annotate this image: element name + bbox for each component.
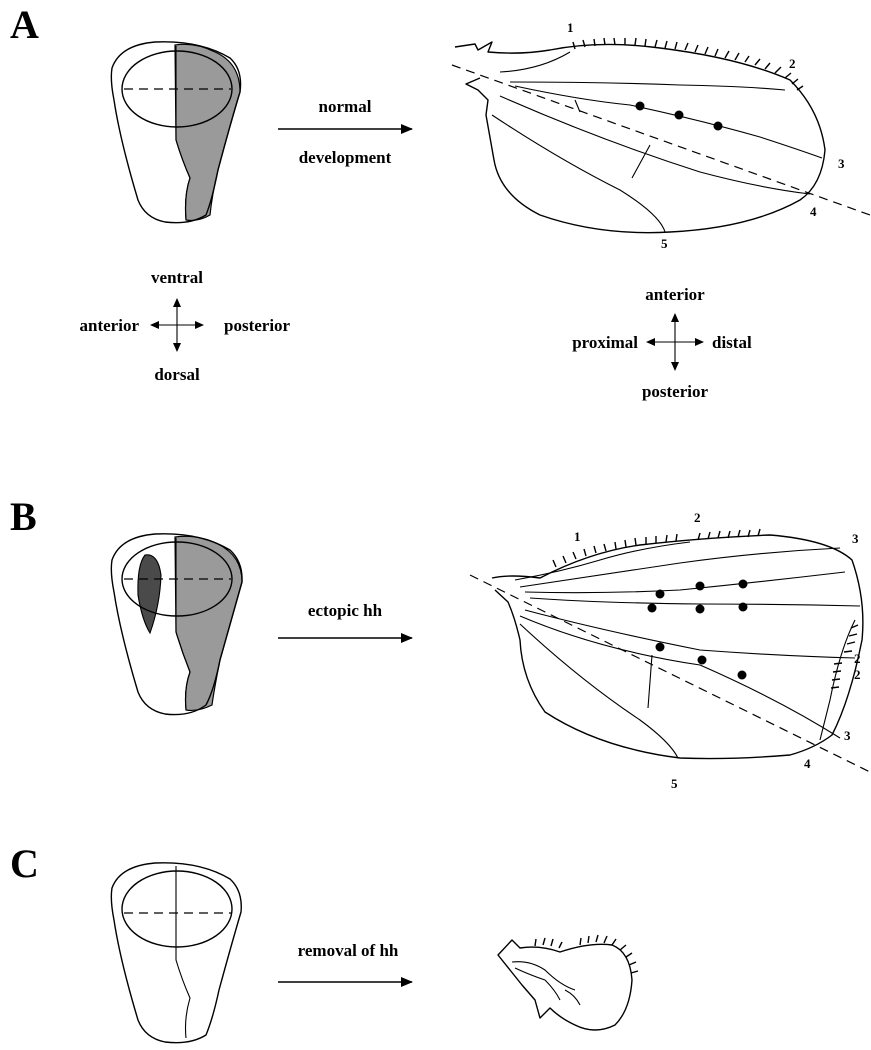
disc-axis-ventral: ventral [151, 268, 203, 287]
wing-b-dot-3 [739, 580, 748, 589]
wing-a-vein-label-4: 4 [810, 204, 817, 219]
disc-axis-anterior: anterior [80, 316, 140, 335]
wing-b-dot-6 [739, 603, 748, 612]
wing-b-dot-2 [696, 582, 705, 591]
wing-b-vein-label-3-bottom: 3 [844, 728, 851, 743]
arrow-a-label-bottom: development [299, 148, 392, 167]
wing-b-vein-label-2-right-b: 2 [854, 667, 861, 682]
panel-a: A normal development [10, 2, 870, 401]
wing-b-dot-8 [698, 656, 707, 665]
wing-axis-anterior: anterior [645, 285, 705, 304]
wing-axis-proximal: proximal [572, 333, 638, 352]
wing-b-dot-7 [656, 643, 665, 652]
disc-b-posterior-hh-region [175, 536, 242, 710]
panel-c-letter: C [10, 841, 39, 886]
wing-c-margin-bristles [535, 935, 638, 973]
disc-b [111, 534, 242, 715]
wing-b-outline [492, 535, 863, 759]
wing-a-ap-axis-line [452, 65, 870, 215]
wing-b-vein-label-4: 4 [804, 756, 811, 771]
wing-b-vein-d [525, 610, 855, 658]
panel-c: C removal of hh [10, 841, 638, 1043]
wing-a-vein-label-2: 2 [789, 56, 796, 71]
wing-axis-distal: distal [712, 333, 752, 352]
wing-c-vein-a [512, 962, 575, 990]
disc-a-posterior-hh-region [175, 44, 240, 220]
disc-b-ectopic-hh-region [138, 555, 161, 633]
wing-axis-posterior: posterior [642, 382, 709, 401]
wing-axes-compass: anterior proximal distal posterior [572, 285, 752, 401]
wing-b-vein-label-2-top: 2 [694, 510, 701, 525]
panel-b-letter: B [10, 494, 37, 539]
wing-b-vein-e [520, 616, 840, 738]
wing-b-vein-a [520, 548, 840, 587]
wing-b: 1 2 3 2 2 3 4 5 [470, 510, 870, 791]
wing-b-vein-c [530, 598, 860, 606]
wing-b-vein-label-1: 1 [574, 529, 581, 544]
panel-b: B ectopic hh [10, 494, 870, 791]
wing-a-dot-3 [714, 122, 723, 131]
wing-c-vein-c [565, 990, 580, 1005]
wing-a-vein-2 [510, 82, 785, 90]
panel-a-letter: A [10, 2, 39, 47]
wing-a: 1 2 3 4 5 [452, 20, 870, 251]
disc-c-pouch-ellipse [122, 871, 232, 947]
disc-axes-compass: ventral anterior posterior dorsal [80, 268, 291, 384]
wing-b-dot-1 [656, 590, 665, 599]
wing-b-vein-label-2-right-a: 2 [854, 651, 861, 666]
disc-c [111, 863, 241, 1043]
wing-a-vein-label-3: 3 [838, 156, 845, 171]
arrow-a-label-top: normal [319, 97, 372, 116]
arrow-c-label: removal of hh [298, 941, 399, 960]
arrow-b-label: ectopic hh [308, 601, 383, 620]
disc-c-ap-boundary [176, 866, 190, 1038]
wing-b-dot-4 [648, 604, 657, 613]
wing-a-dot-2 [675, 111, 684, 120]
wing-b-dot-5 [696, 605, 705, 614]
wing-a-costal-vein [500, 52, 570, 72]
disc-axis-posterior: posterior [224, 316, 291, 335]
wing-b-vein-label-5: 5 [671, 776, 678, 791]
disc-axis-dorsal: dorsal [154, 365, 200, 384]
wing-a-vein-label-1: 1 [567, 20, 574, 35]
wing-a-margin-bristles [573, 38, 803, 90]
wing-b-dot-9 [738, 671, 747, 680]
wing-b-margin-bristles [553, 529, 858, 688]
wing-c [498, 935, 638, 1030]
wing-b-vein-label-3-top: 3 [852, 531, 859, 546]
disc-a [111, 42, 240, 223]
wing-a-vein-label-5: 5 [661, 236, 668, 251]
wing-b-vein-b [525, 572, 845, 593]
wing-a-dot-1 [636, 102, 645, 111]
